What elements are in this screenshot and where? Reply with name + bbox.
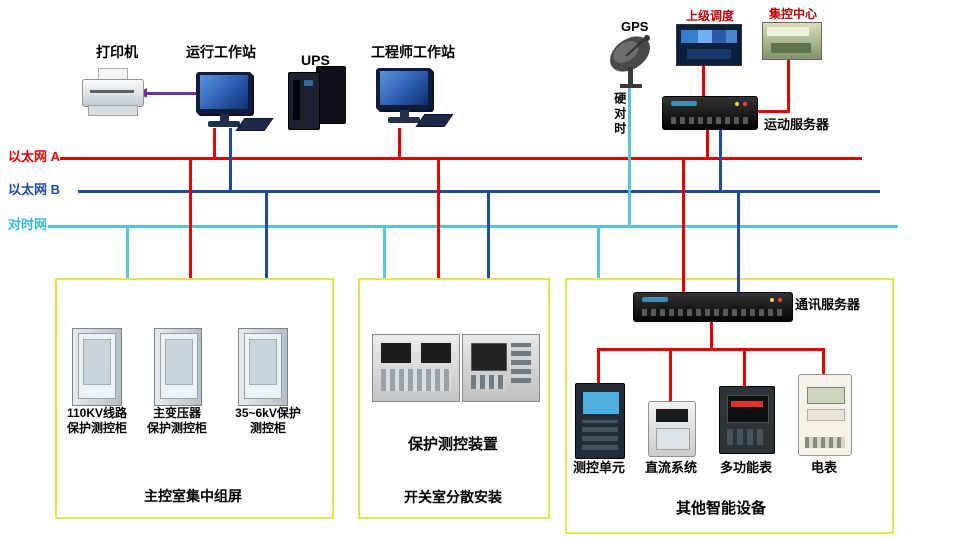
telecontrol-server-label: 运动服务器 [764,117,830,132]
right-zone-caption: 其他智能设备 [675,500,766,517]
engineer-workstation-icon [376,68,454,130]
cabinet-110kv-icon [72,328,122,406]
ethernet-a-label: 以太网 A [8,149,61,164]
time-sync-bus-line [48,225,898,228]
gps-dish-icon [610,35,650,88]
superior-dispatch-label: 上级调度 [686,9,735,23]
gps-label: GPS [621,19,649,34]
cabinet-35-6kv-icon [238,328,288,406]
engineer-workstation-label: 工程师工作站 [371,44,455,60]
cabinet-transformer-label-line1: 主变压器 [152,406,201,420]
dc-system-label: 直流系统 [644,460,697,475]
hard-time-sync-label: 硬对时 [612,92,627,137]
operator-workstation-icon [196,72,274,131]
gps-time-sync-link [628,86,631,227]
cabinet-110kv-label: 110KV线路 保护测控柜 [56,406,138,436]
central-control-label: 集控中心 [769,7,818,21]
left-zone-time-sync-link [126,228,129,278]
printer-icon [82,68,144,118]
multifunction-meter-link [743,348,746,386]
server-control-center-link-h [754,110,790,113]
engineer-ws-ethernet-a-link [398,128,401,160]
dc-system-link [669,348,672,401]
ethernet-b-bus-line [78,190,880,193]
cabinet-35-6kv-label: 35~6kV保护 测控柜 [226,406,310,436]
comm-server-label: 通讯服务器 [795,297,861,312]
middle-zone-caption: 开关室分散安装 [404,489,502,505]
multifunction-meter-icon [719,386,775,454]
central-control-photo [762,22,822,60]
mcu-link [597,348,600,383]
server-ethernet-a-link [706,128,709,159]
server-control-center-link-v [787,56,790,113]
comm-server-drop-link [710,320,713,348]
energy-meter-icon [798,374,852,456]
middle-zone-time-sync-link [383,228,386,278]
ups-icon [288,66,348,130]
middle-zone-ethernet-a-link [437,160,440,278]
mcu-label: 测控单元 [572,460,625,475]
left-zone-caption: 主控室集中组屏 [144,488,242,504]
telecontrol-server-icon [662,96,758,130]
right-zone-time-sync-link [597,228,600,278]
protection-device-label: 保护测控装置 [407,436,498,453]
cabinet-transformer-icon [154,328,202,406]
server-ethernet-b-link [719,128,722,192]
comm-server-ethernet-b-link [737,193,740,293]
printer-label: 打印机 [96,44,138,60]
comm-server-ethernet-a-link [682,160,685,293]
superior-dispatch-photo [676,24,742,66]
operator-ws-ethernet-a-link [213,128,216,160]
left-zone-ethernet-b-link [265,193,268,278]
protection-device-b-icon [462,334,540,402]
energy-meter-link [822,348,825,374]
time-sync-label: 对时网 [8,217,48,232]
cabinet-35-6kv-label-line1: 35~6kV保护 [235,406,301,420]
energy-meter-label: 电表 [810,460,837,475]
cabinet-35-6kv-label-line2: 测控柜 [249,421,286,435]
dc-system-icon [648,401,696,457]
operator-workstation-label: 运行工作站 [186,44,256,60]
cabinet-110kv-label-line2: 保护测控柜 [66,421,127,435]
protection-device-a-icon [372,334,460,402]
cabinet-transformer-label: 主变压器 保护测控柜 [138,406,216,436]
multifunction-meter-label: 多功能表 [719,460,772,475]
ethernet-a-bus-line [60,157,862,160]
server-dispatch-link [702,62,705,96]
operator-ws-ethernet-b-link [229,128,232,192]
left-zone-ethernet-a-link [189,160,192,278]
mcu-icon [575,383,625,459]
cabinet-110kv-label-line1: 110KV线路 [66,406,128,420]
smart-devices-bus-line [597,348,825,351]
printer-link-line [146,92,198,95]
ethernet-b-label: 以太网 B [8,182,61,197]
ups-label: UPS [301,52,330,68]
middle-zone-ethernet-b-link [487,193,490,278]
comm-server-icon [633,292,793,322]
cabinet-transformer-label-line2: 保护测控柜 [146,421,207,435]
